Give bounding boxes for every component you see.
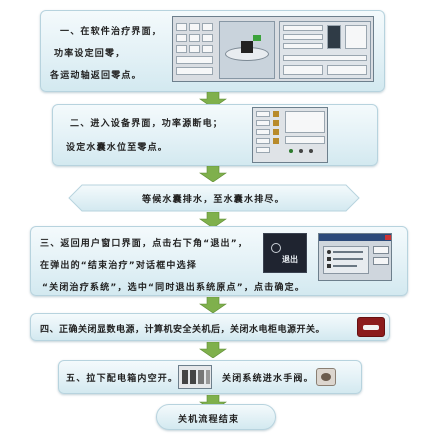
step4-text: 四、正确关闭显数电源，计算机安全关机后，关闭水电柜电源开关。 bbox=[40, 325, 326, 335]
step1-line2: 功率设定回零， bbox=[54, 49, 126, 59]
step3-line1: 三、返回用户窗口界面，点击右下角“退出”， bbox=[40, 239, 249, 249]
water-valve-icon bbox=[316, 368, 336, 386]
exit-label: 退出 bbox=[282, 255, 298, 264]
down-arrow-1 bbox=[199, 92, 227, 108]
step1-software-screenshot bbox=[172, 16, 374, 82]
breaker-box-photo bbox=[178, 365, 212, 389]
step2-box bbox=[52, 104, 378, 166]
down-arrow-5 bbox=[199, 342, 227, 358]
step2-line1: 二、进入设备界面，功率源断电； bbox=[70, 119, 224, 129]
power-switch-icon bbox=[357, 317, 385, 337]
down-arrow-3 bbox=[199, 212, 227, 228]
step5-part2: 关闭系统进水手阀。 bbox=[222, 374, 314, 384]
end-treatment-dialog-screenshot bbox=[318, 233, 392, 281]
down-arrow-4 bbox=[199, 297, 227, 313]
end-oval bbox=[156, 404, 276, 430]
step3-line2: 在弹出的“结束治疗”对话框中选择 bbox=[40, 261, 198, 271]
step3-line3: “关闭治疗系统”，选中“同时退出系统原点”，点击确定。 bbox=[42, 283, 306, 293]
step1-line1: 一、在软件治疗界面， bbox=[60, 27, 163, 37]
step5-part1: 五、拉下配电箱内空开。 bbox=[66, 374, 179, 384]
drain-step-text: 等候水囊排水，至水囊水排尽。 bbox=[142, 195, 285, 205]
exit-button-screenshot: 退出 bbox=[263, 233, 307, 273]
drain-step-shape bbox=[68, 184, 360, 212]
down-arrow-2 bbox=[199, 166, 227, 182]
step2-device-screenshot bbox=[252, 107, 328, 163]
step2-line2: 设定水囊水位至零点。 bbox=[66, 143, 169, 153]
end-text: 关机流程结束 bbox=[178, 415, 240, 425]
step1-line3: 各运动轴返回零点。 bbox=[50, 71, 142, 81]
step4-box bbox=[30, 313, 390, 341]
